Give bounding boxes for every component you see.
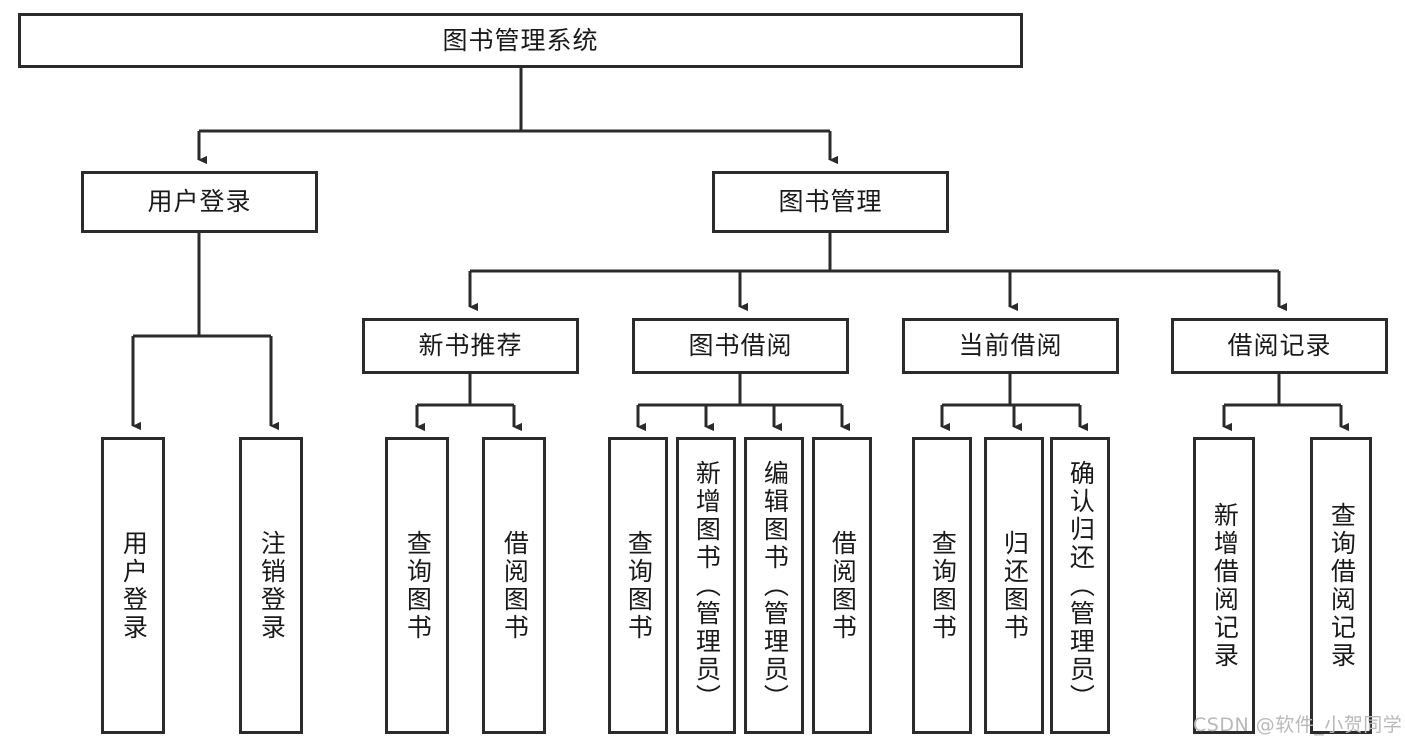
node-label: 查询图书 bbox=[403, 529, 433, 642]
node-label: 查询图书 bbox=[928, 529, 958, 642]
node-label: 图书借阅 bbox=[688, 331, 793, 361]
node-leaf-add-book[interactable]: 新增图书（管理员） bbox=[676, 437, 736, 734]
node-leaf-user-login[interactable]: 用户登录 bbox=[101, 437, 165, 734]
node-label: 借阅图书 bbox=[828, 529, 858, 642]
node-book-manage[interactable]: 图书管理 bbox=[712, 171, 949, 233]
node-label: 查询图书 bbox=[624, 529, 654, 642]
node-root-system[interactable]: 图书管理系统 bbox=[18, 13, 1023, 68]
node-label: 新增图书（管理员） bbox=[692, 459, 722, 712]
node-leaf-query-book-1[interactable]: 查询图书 bbox=[385, 437, 449, 734]
node-leaf-query-record[interactable]: 查询借阅记录 bbox=[1310, 437, 1372, 734]
node-current-borrow[interactable]: 当前借阅 bbox=[902, 318, 1119, 374]
node-leaf-query-book-3[interactable]: 查询图书 bbox=[912, 437, 972, 734]
node-label: 编辑图书（管理员） bbox=[760, 459, 790, 712]
node-label: 借阅记录 bbox=[1227, 331, 1332, 361]
node-label: 确认归还（管理员） bbox=[1066, 459, 1096, 712]
node-label: 新增借阅记录 bbox=[1210, 501, 1240, 670]
node-label: 图书管理系统 bbox=[442, 25, 599, 55]
node-label: 当前借阅 bbox=[958, 331, 1063, 361]
node-user-login[interactable]: 用户登录 bbox=[81, 171, 318, 233]
node-leaf-query-book-2[interactable]: 查询图书 bbox=[608, 437, 668, 734]
node-label: 图书管理 bbox=[778, 187, 883, 217]
node-label: 注销登录 bbox=[257, 529, 287, 642]
node-leaf-edit-book[interactable]: 编辑图书（管理员） bbox=[744, 437, 804, 734]
node-leaf-borrow-book-1[interactable]: 借阅图书 bbox=[482, 437, 546, 734]
node-book-borrow[interactable]: 图书借阅 bbox=[632, 318, 849, 374]
node-label: 新书推荐 bbox=[418, 331, 523, 361]
node-label: 查询借阅记录 bbox=[1327, 501, 1357, 670]
node-leaf-add-record[interactable]: 新增借阅记录 bbox=[1193, 437, 1255, 734]
node-label: 用户登录 bbox=[147, 187, 252, 217]
node-borrow-record[interactable]: 借阅记录 bbox=[1171, 318, 1388, 374]
node-leaf-borrow-book-2[interactable]: 借阅图书 bbox=[812, 437, 872, 734]
node-leaf-confirm-return[interactable]: 确认归还（管理员） bbox=[1050, 437, 1110, 734]
node-label: 归还图书 bbox=[1000, 529, 1030, 642]
node-label: 借阅图书 bbox=[500, 529, 530, 642]
node-leaf-return-book[interactable]: 归还图书 bbox=[984, 437, 1044, 734]
node-label: 用户登录 bbox=[119, 529, 149, 642]
node-leaf-logout[interactable]: 注销登录 bbox=[239, 437, 303, 734]
node-new-book-recommend[interactable]: 新书推荐 bbox=[362, 318, 579, 374]
